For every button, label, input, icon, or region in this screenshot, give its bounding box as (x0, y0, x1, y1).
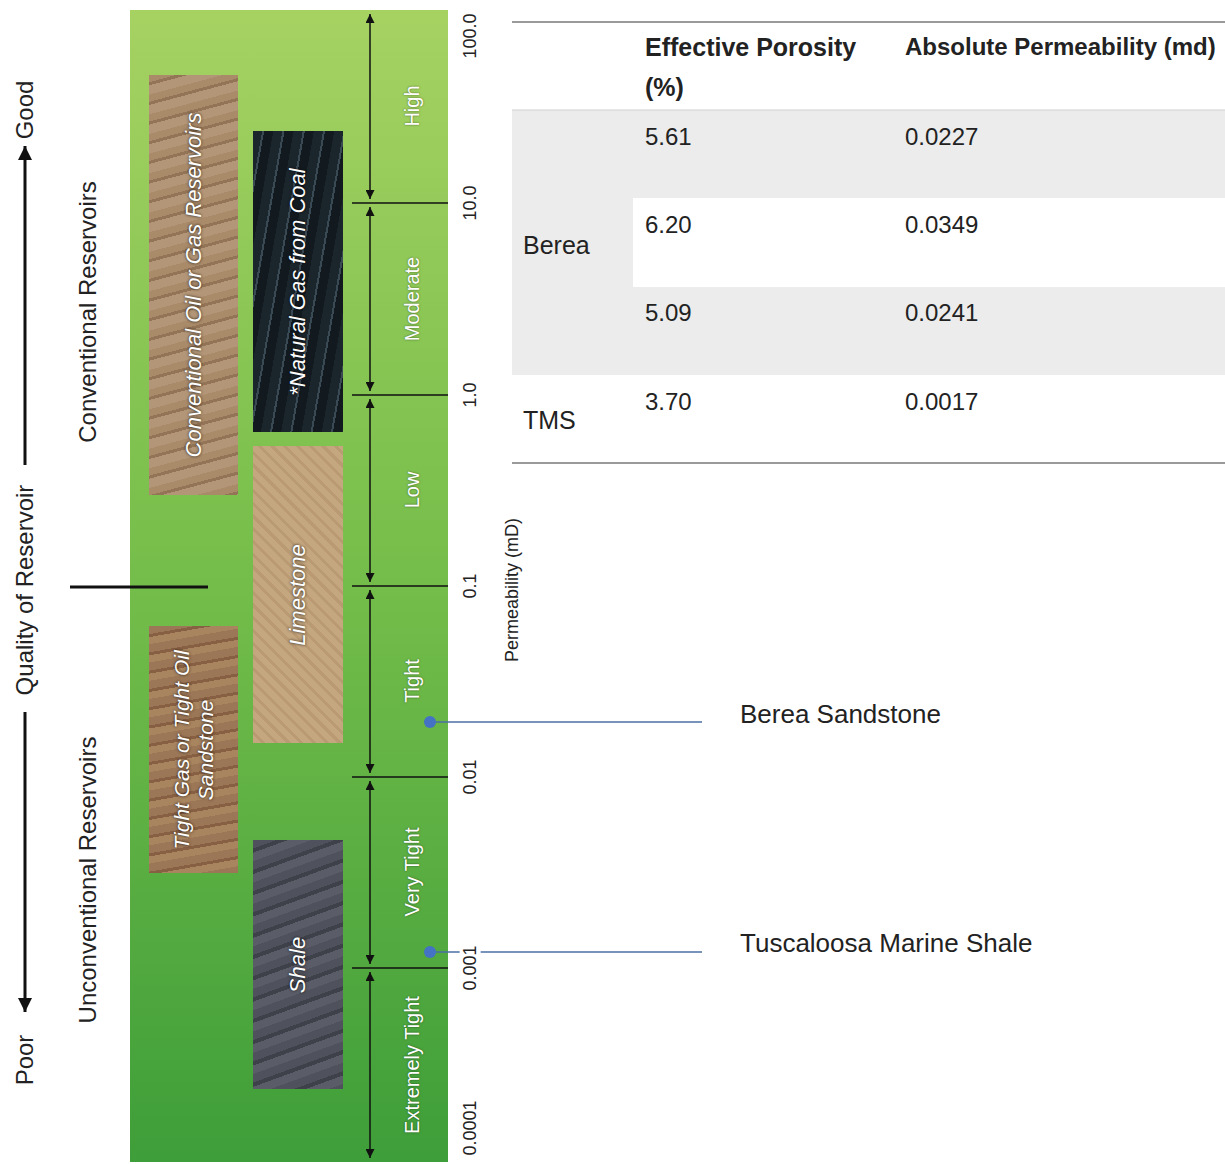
table-row-shade (633, 110, 1225, 198)
range-bracket (369, 781, 371, 964)
tick-line (352, 202, 448, 204)
table-cell: 0.0349 (905, 211, 978, 240)
rock-image-box: Shale (253, 840, 343, 1089)
range-bracket (369, 207, 371, 391)
table-cell-shade (512, 110, 633, 375)
rock-label: Conventional Oil or Gas Reservoirs (181, 84, 206, 486)
quality-end-label: Good (11, 81, 39, 140)
table-rule (512, 462, 1225, 464)
tick-line (352, 394, 448, 396)
range-label: Very Tight (401, 828, 424, 917)
tick-line (352, 585, 448, 587)
table-cell: 5.61 (645, 123, 692, 152)
tick-label: 0.01 (460, 756, 481, 797)
range-label: Extremely Tight (401, 996, 424, 1134)
tick-label: 10.0 (460, 182, 481, 223)
callout-label: Berea Sandstone (740, 699, 941, 730)
tick-label: 100.0 (460, 10, 481, 61)
table-cell: 6.20 (645, 211, 692, 240)
tick-line (352, 967, 448, 969)
range-label: Moderate (401, 257, 424, 342)
table-cell: 0.0017 (905, 388, 978, 417)
range-bracket (369, 590, 371, 773)
quality-arrow (24, 146, 27, 465)
rock-image-box: *Natural Gas from Coal (253, 131, 343, 432)
tick-label: 0.1 (460, 570, 481, 601)
range-label: High (401, 85, 424, 126)
tick-line (352, 776, 448, 778)
range-bracket (369, 14, 371, 199)
table-cell: 0.0227 (905, 123, 978, 152)
tick-label: 1.0 (460, 379, 481, 410)
table-cell: 3.70 (645, 388, 692, 417)
table-header: Absolute Permeability (md) (905, 27, 1220, 67)
callout-label: Tuscaloosa Marine Shale (740, 928, 1032, 959)
axis-title: Quality of Reservoir (11, 485, 39, 696)
leader-line (430, 721, 702, 723)
range-bracket (369, 399, 371, 582)
range-label: Tight (401, 659, 424, 703)
rock-label: *Natural Gas from Coal (285, 140, 310, 423)
group-label: Conventional Reservoirs (74, 181, 102, 442)
quality-arrow (24, 712, 27, 1012)
marker-dot (424, 716, 436, 728)
rock-label: Limestone (285, 455, 310, 734)
marker-dot (424, 946, 436, 958)
tick-label: 0.0001 (460, 1097, 481, 1158)
table-rule (512, 21, 1225, 23)
range-label: Low (401, 472, 424, 509)
tick-label: 0.001 (460, 942, 481, 993)
table-cell: Berea (523, 230, 590, 260)
divider-line (70, 586, 208, 589)
range-bracket (369, 972, 371, 1158)
table-cell: 0.0241 (905, 299, 978, 328)
table-rule (512, 110, 1225, 111)
rock-label: Tight Gas or Tight Oil Sandstone (169, 635, 217, 864)
table-cell: TMS (523, 405, 576, 435)
table-row-shade (633, 287, 1225, 375)
rock-image-box: Conventional Oil or Gas Reservoirs (149, 75, 238, 495)
rock-image-box: Limestone (253, 446, 343, 743)
axis-title: Permeability (mD) (502, 518, 523, 662)
table-header: Effective Porosity (%) (645, 27, 900, 107)
quality-end-label: Poor (11, 1035, 39, 1086)
table-cell: 5.09 (645, 299, 692, 328)
rock-label: Shale (285, 849, 310, 1080)
rock-image-box: Tight Gas or Tight Oil Sandstone (149, 626, 238, 873)
group-label: Unconventional Reservoirs (74, 737, 102, 1024)
